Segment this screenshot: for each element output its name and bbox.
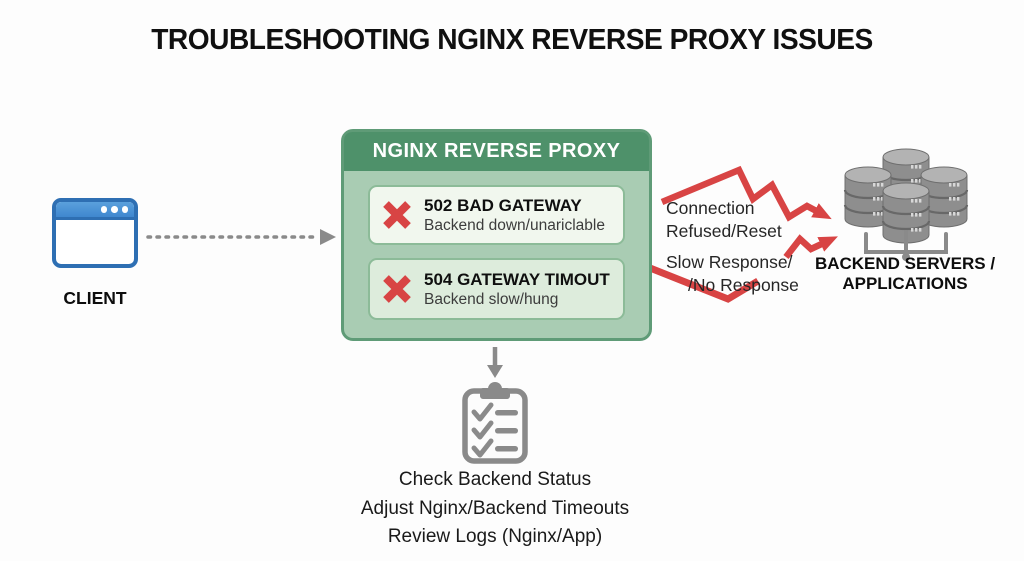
error-title-504: 504 GATEWAY TIMOUT xyxy=(424,270,610,289)
dotted-request-arrow xyxy=(146,229,336,245)
down-arrow xyxy=(487,347,503,378)
error-text-502: 502 BAD GATEWAY Backend down/unariclable xyxy=(424,195,605,235)
browser-window-icon xyxy=(52,198,138,268)
browser-titlebar xyxy=(56,202,134,220)
error-box-502: 502 BAD GATEWAY Backend down/unariclable xyxy=(368,185,625,245)
red-x-icon xyxy=(383,275,411,303)
browser-dot-icon xyxy=(121,206,128,213)
nginx-proxy-content: 502 BAD GATEWAY Backend down/unariclable… xyxy=(344,171,649,320)
error-desc-504: Backend slow/hung xyxy=(424,291,559,308)
error-text-504: 504 GATEWAY TIMOUT Backend slow/hung xyxy=(424,269,610,309)
nginx-proxy-box: NGINX REVERSE PROXY 502 BAD GATEWAY Back… xyxy=(341,129,652,341)
failure-label-connection-line1: Connection xyxy=(666,198,755,218)
backend-label: BACKEND SERVERS / APPLICATIONS xyxy=(790,254,1020,294)
client-label: CLIENT xyxy=(63,288,127,308)
error-title-502: 502 BAD GATEWAY xyxy=(424,196,582,215)
error-box-504: 504 GATEWAY TIMOUT Backend slow/hung xyxy=(368,258,625,320)
error-desc-502: Backend down/unariclable xyxy=(424,217,605,234)
failure-label-connection-line2: Refused/Reset xyxy=(666,221,782,241)
remediation-step: Check Backend Status xyxy=(398,469,592,490)
remediation-steps: Check Backend Status Adjust Nginx/Backen… xyxy=(300,466,690,552)
browser-dot-icon xyxy=(100,206,107,213)
red-x-icon xyxy=(383,201,411,229)
failure-labels: Connection Refused/Reset Slow Response/ … xyxy=(666,197,799,297)
server-cluster-icon xyxy=(843,147,969,261)
backend-label-line1: BACKEND SERVERS / xyxy=(814,254,996,273)
remediation-step: Review Logs (Nginx/App) xyxy=(387,526,603,547)
failure-label-slow-line2: /No Response xyxy=(688,275,799,295)
page-title: TROUBLESHOOTING NGINX REVERSE PROXY ISSU… xyxy=(151,24,873,56)
nginx-proxy-header: NGINX REVERSE PROXY xyxy=(344,132,649,171)
failure-label-slow-line1: Slow Response/ xyxy=(666,252,793,272)
checklist-rows xyxy=(471,402,518,458)
backend-label-line2: APPLICATIONS xyxy=(842,274,968,293)
remediation-step: Adjust Nginx/Backend Timeouts xyxy=(360,497,630,519)
browser-dot-icon xyxy=(111,206,118,213)
checklist-clipboard-icon xyxy=(462,382,528,464)
